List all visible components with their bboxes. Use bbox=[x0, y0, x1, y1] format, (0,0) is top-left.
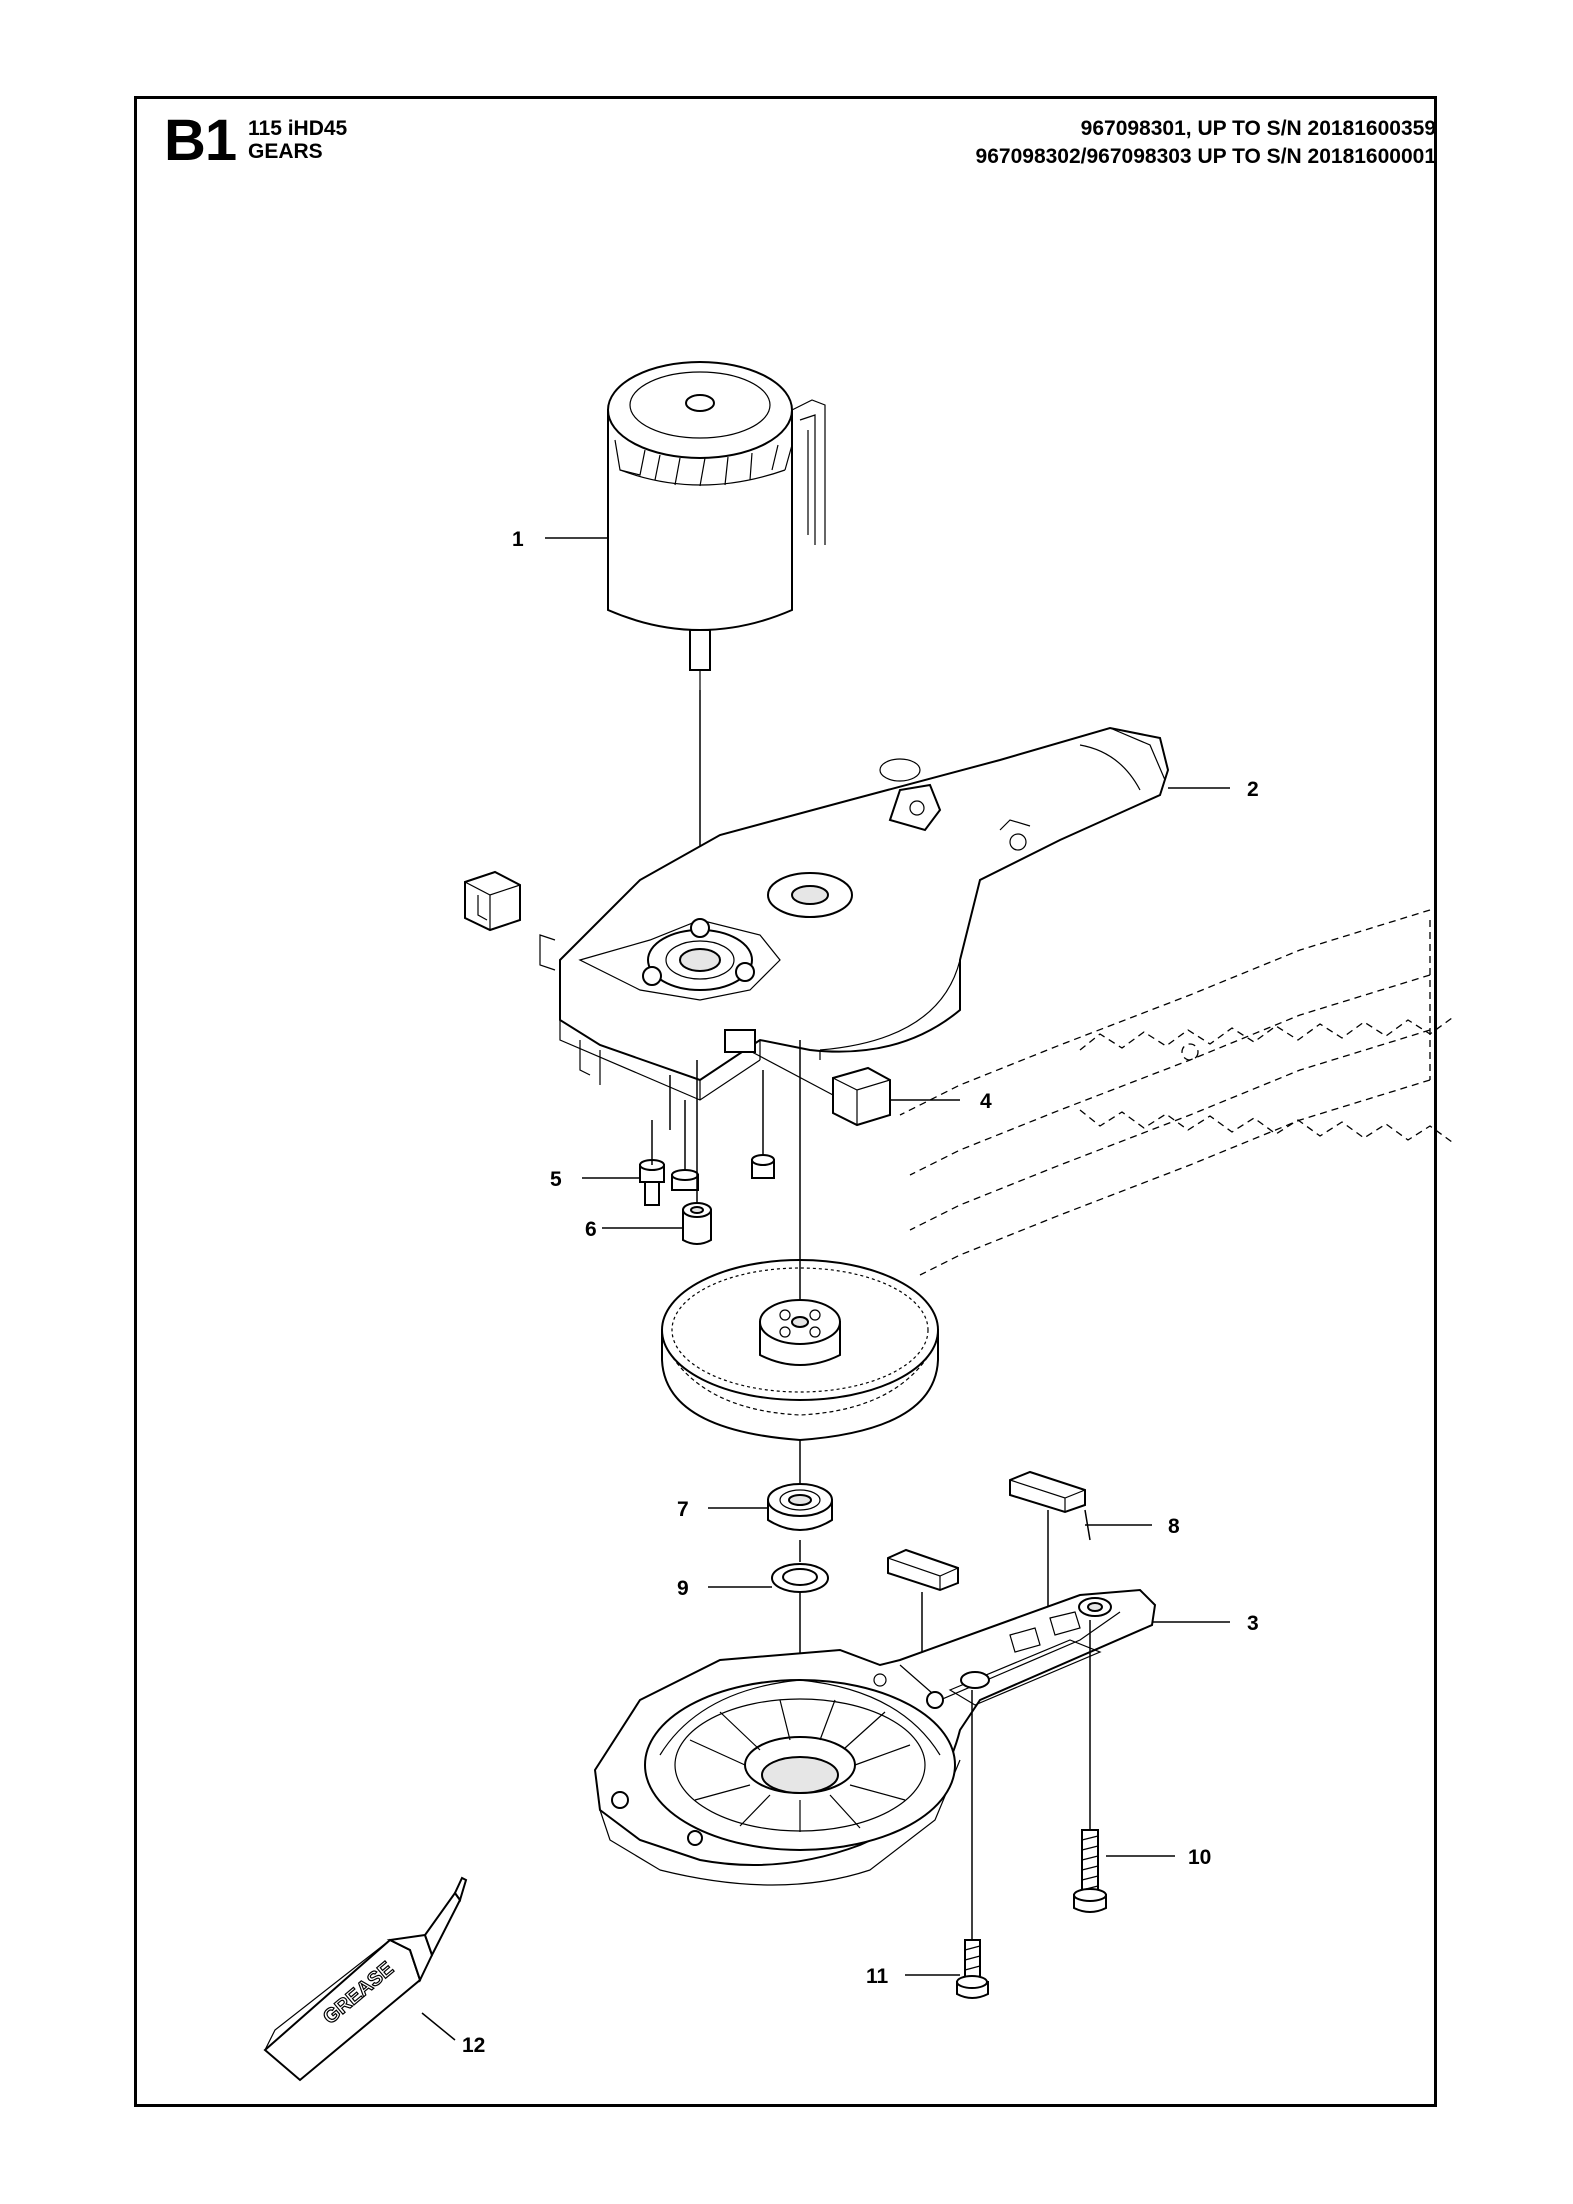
callout-8: 8 bbox=[1168, 1515, 1180, 1538]
callout-labels: 1 2 3 4 5 6 7 8 9 10 11 12 bbox=[462, 528, 1259, 2057]
part-11-screw bbox=[956, 1939, 989, 1999]
serial-range-2: 967098302/967098303 UP TO S/N 2018160000… bbox=[975, 145, 1436, 168]
part-9-washer bbox=[771, 1563, 829, 1593]
callout-7: 7 bbox=[677, 1498, 689, 1521]
part-6-bushing bbox=[682, 1060, 712, 1245]
callout-2: 2 bbox=[1247, 778, 1259, 801]
callout-4: 4 bbox=[980, 1090, 992, 1113]
part-12-grease-tube: GREASE bbox=[263, 1876, 468, 2082]
callout-11: 11 bbox=[866, 1965, 889, 1988]
blade-outline bbox=[899, 909, 1453, 1276]
part-4-connector-block bbox=[464, 870, 891, 1127]
callout-9: 9 bbox=[677, 1577, 689, 1600]
part-5-screws bbox=[639, 1070, 775, 1206]
section-title: GEARS bbox=[248, 140, 323, 163]
drawing-frame bbox=[134, 96, 1437, 2107]
part-10-screw bbox=[1073, 1829, 1107, 1913]
section-code: B1 bbox=[164, 108, 237, 173]
callout-10: 10 bbox=[1188, 1846, 1211, 1869]
callout-1: 1 bbox=[512, 528, 524, 551]
leader-lines bbox=[421, 537, 1230, 2041]
part-8-keys bbox=[887, 1470, 1091, 1670]
callout-3: 3 bbox=[1247, 1612, 1259, 1635]
part-3-lower-housing bbox=[593, 1588, 1157, 1886]
callout-6: 6 bbox=[585, 1218, 597, 1241]
model-name: 115 iHD45 bbox=[248, 117, 348, 140]
large-gear bbox=[661, 1259, 939, 1442]
part-7-bearing bbox=[767, 1483, 833, 1531]
serial-range-1: 967098301, UP TO S/N 20181600359 bbox=[1080, 117, 1436, 140]
callout-5: 5 bbox=[550, 1168, 562, 1191]
part-1-motor bbox=[607, 361, 826, 690]
part-2-gear-housing bbox=[539, 726, 1170, 1101]
callout-12: 12 bbox=[462, 2034, 485, 2057]
